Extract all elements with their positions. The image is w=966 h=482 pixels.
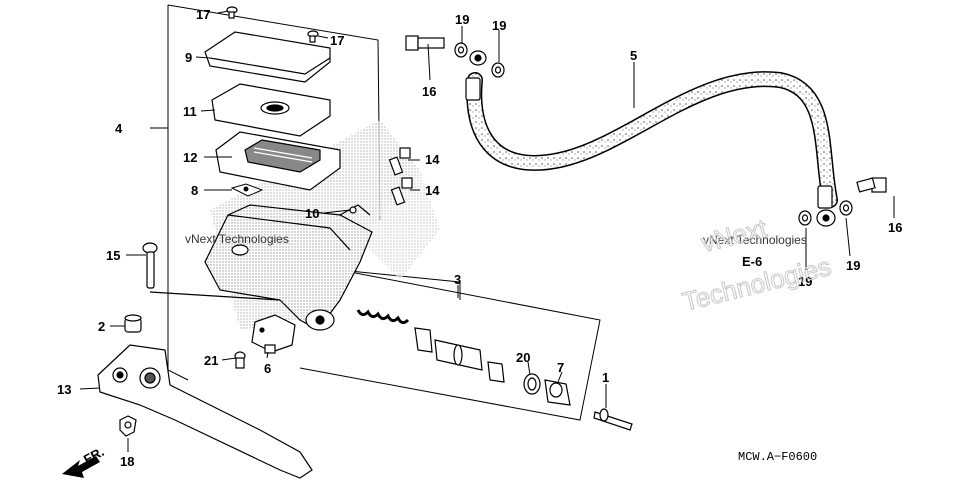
callout-17b: 17 [330,33,344,48]
pivot-bolt [142,242,281,301]
front-direction-arrow: FR. [62,444,106,478]
callout-15: 15 [106,248,120,263]
callout-19c: 19 [798,274,812,289]
clutch-hose [465,50,838,227]
callout-4: 4 [115,121,123,136]
callout-6: 6 [264,361,271,376]
sealing-washers [454,42,853,226]
master-cylinder-body [204,204,373,331]
callout-20: 20 [516,350,530,365]
callout-19b: 19 [492,18,506,33]
watermark-line-left: vNext Technologies [185,232,289,246]
callout-19d: 19 [846,258,860,273]
clutch-lever [97,344,313,479]
diaphragm-plate [211,83,331,137]
callout-18: 18 [120,454,134,469]
callout-12: 12 [183,150,197,165]
leader-lines [79,10,895,452]
watermark-big-vnext: vNext [698,213,770,258]
small-plate [230,183,264,197]
callout-2: 2 [98,319,105,334]
es-label: E-6 [742,254,762,269]
callout-16b: 16 [888,220,902,235]
callout-10: 10 [305,206,319,221]
clutch-switch [251,314,296,354]
reservoir-cap [204,31,331,83]
mounting-bolts [226,6,413,206]
diaphragm [215,131,341,191]
callout-9: 9 [185,50,192,65]
lever-nut [119,415,137,437]
banjo-bolt-top [405,35,445,51]
switch-screw [234,351,246,369]
diagram-code: MCW.A−F0600 [738,450,817,464]
piston-assembly [356,309,633,431]
callout-13: 13 [57,382,71,397]
callout-19a: 19 [455,12,469,27]
callout-8: 8 [191,183,198,198]
callout-5: 5 [630,48,637,63]
callout-3: 3 [454,272,461,287]
callout-14b: 14 [425,183,440,198]
callout-14a: 14 [425,152,440,167]
callout-1: 1 [602,370,609,385]
callout-17a: 17 [196,7,210,22]
pivot-collar [124,314,142,333]
callout-21: 21 [204,353,218,368]
callout-7: 7 [557,360,564,375]
watermark-line-right: vNext Technologies [703,233,807,247]
banjo-bolt-bottom [856,177,887,193]
callout-16a: 16 [422,84,436,99]
callout-11: 11 [183,104,197,119]
